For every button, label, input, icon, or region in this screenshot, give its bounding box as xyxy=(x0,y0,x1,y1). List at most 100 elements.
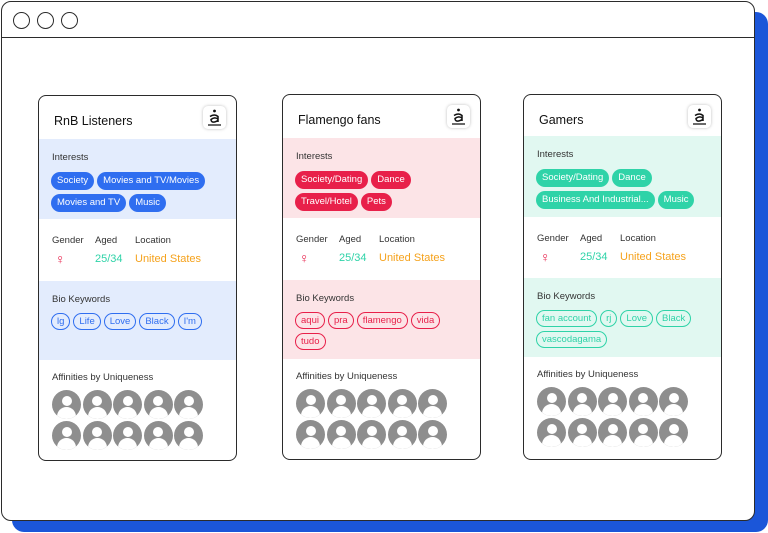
brand-logo-icon xyxy=(452,108,465,125)
interests-label: Interests xyxy=(296,151,333,162)
avatar-icon[interactable] xyxy=(659,418,688,447)
brand-logo-button[interactable] xyxy=(688,105,711,128)
avatar-icon[interactable] xyxy=(296,420,325,449)
interest-tag[interactable]: Dance xyxy=(371,171,411,189)
affinities-label: Affinities by Uniqueness xyxy=(296,371,398,382)
avatar-icon[interactable] xyxy=(52,421,81,450)
avatar-icon[interactable] xyxy=(567,387,597,416)
affinities-section: Affinities by Uniqueness xyxy=(283,359,480,459)
interests-label: Interests xyxy=(537,149,574,160)
avatar-icon[interactable] xyxy=(326,389,356,418)
avatar-icon[interactable] xyxy=(598,387,627,416)
interests-label: Interests xyxy=(52,152,89,163)
keyword-tag[interactable]: Life xyxy=(73,313,101,330)
brand-logo-icon xyxy=(208,109,221,126)
keyword-tag[interactable]: flamengo xyxy=(356,312,408,329)
affinities-label: Affinities by Uniqueness xyxy=(537,369,639,380)
female-icon: ♀ xyxy=(540,249,551,265)
interest-tag[interactable]: Society/Dating xyxy=(295,171,369,189)
avatar-icon[interactable] xyxy=(113,421,142,450)
interest-tag[interactable]: Music xyxy=(129,194,167,212)
aged-value: 25/34 xyxy=(580,251,608,263)
brand-logo-button[interactable] xyxy=(203,106,226,129)
bio-keywords-label: Bio Keywords xyxy=(537,291,596,302)
avatar-icon[interactable] xyxy=(143,390,173,419)
close-window-button[interactable] xyxy=(13,12,30,29)
interest-tag[interactable]: Business And Industrial... xyxy=(536,191,655,209)
avatar-icon[interactable] xyxy=(357,420,386,449)
affinities-label: Affinities by Uniqueness xyxy=(52,372,154,383)
interest-tag[interactable]: Movies and TV xyxy=(51,194,127,212)
keyword-tag[interactable]: Black xyxy=(139,313,175,330)
avatar-icon[interactable] xyxy=(567,418,597,447)
avatar-icon[interactable] xyxy=(418,420,447,449)
avatar-icon[interactable] xyxy=(357,389,386,418)
aged-value: 25/34 xyxy=(95,253,123,265)
affinities-section: Affinities by Uniqueness xyxy=(524,357,721,457)
keyword-tag[interactable]: rj xyxy=(600,310,618,327)
avatar-icon[interactable] xyxy=(418,389,447,418)
avatar-icon[interactable] xyxy=(82,421,112,450)
maximize-window-button[interactable] xyxy=(61,12,78,29)
aged-value: 25/34 xyxy=(339,252,367,264)
bio-keywords-label: Bio Keywords xyxy=(296,293,355,304)
avatar-icon[interactable] xyxy=(387,420,417,449)
avatar-icon[interactable] xyxy=(628,387,658,416)
keyword-tag[interactable]: tudo xyxy=(295,333,326,350)
interest-tag[interactable]: Dance xyxy=(612,169,652,187)
interest-tag[interactable]: Pets xyxy=(360,193,392,211)
keyword-tag[interactable]: Love xyxy=(620,310,654,327)
location-label: Location xyxy=(379,234,415,245)
card-title: RnB Listeners xyxy=(54,114,133,128)
bio-keywords-label: Bio Keywords xyxy=(52,294,111,305)
interest-tag[interactable]: Music xyxy=(657,191,695,209)
avatar-icon[interactable] xyxy=(113,390,142,419)
aged-label: Aged xyxy=(580,233,603,244)
avatar-icon[interactable] xyxy=(174,421,203,450)
female-icon: ♀ xyxy=(299,250,310,266)
interest-tag[interactable]: Movies and TV/Movies xyxy=(97,172,206,190)
avatar-icon[interactable] xyxy=(143,421,173,450)
brand-logo-button[interactable] xyxy=(447,105,470,128)
avatar-icon[interactable] xyxy=(537,387,566,416)
interest-tag[interactable]: Society xyxy=(51,172,95,190)
keyword-tag[interactable]: fan account xyxy=(536,310,598,327)
avatar-icon[interactable] xyxy=(326,420,356,449)
avatar-icon[interactable] xyxy=(174,390,203,419)
keyword-tag[interactable]: I'm xyxy=(177,313,202,330)
avatar-icon[interactable] xyxy=(296,389,325,418)
keyword-tag[interactable]: vascodagama xyxy=(536,331,608,348)
avatar-icon[interactable] xyxy=(537,418,566,447)
avatar-icon[interactable] xyxy=(52,390,81,419)
interest-tag[interactable]: Travel/Hotel xyxy=(295,193,358,211)
avatar-icon[interactable] xyxy=(387,389,417,418)
keyword-tag[interactable]: aqui xyxy=(295,312,325,329)
card-header: Gamers xyxy=(524,95,721,139)
interest-tag[interactable]: Society/Dating xyxy=(536,169,610,187)
gender-label: Gender xyxy=(537,233,569,244)
avatar-icon[interactable] xyxy=(598,418,627,447)
keyword-tag[interactable]: Black xyxy=(656,310,692,327)
aged-label: Aged xyxy=(95,235,118,246)
card-header: Flamengo fans xyxy=(283,95,480,139)
minimize-window-button[interactable] xyxy=(37,12,54,29)
avatar-icon[interactable] xyxy=(82,390,112,419)
keyword-tag[interactable]: Love xyxy=(103,313,137,330)
keyword-tag[interactable]: pra xyxy=(327,312,354,329)
avatar-icon[interactable] xyxy=(659,387,688,416)
keyword-tag[interactable]: vida xyxy=(410,312,441,329)
keyword-tag[interactable]: lg xyxy=(51,313,71,330)
avatar-icon[interactable] xyxy=(628,418,658,447)
